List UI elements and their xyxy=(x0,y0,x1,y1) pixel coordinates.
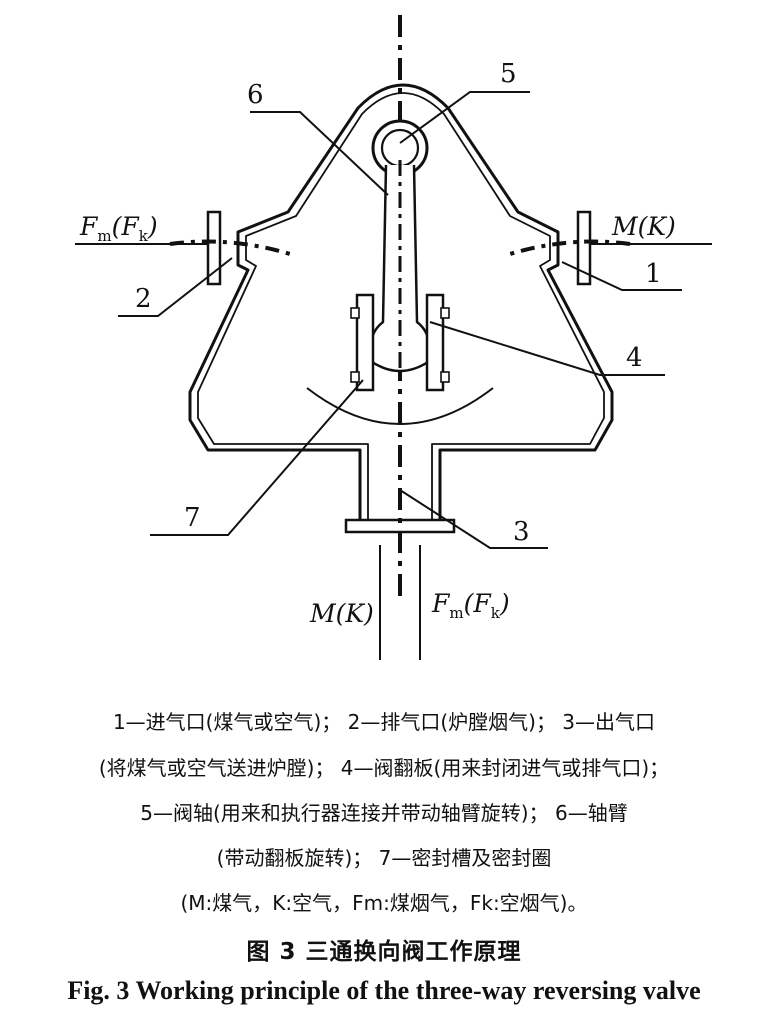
label-1: 1 xyxy=(645,259,662,289)
leader-2 xyxy=(118,257,233,317)
leader-7 xyxy=(150,379,364,536)
seal-left-bottom xyxy=(350,371,360,383)
left-flow-centerline xyxy=(169,239,291,256)
leader-3 xyxy=(399,489,548,549)
flap-right-bracket xyxy=(425,293,445,392)
caption-line-2: (将煤气或空气送进炉膛)； 4—阀翻板(用来封闭进气或排气口)； xyxy=(98,756,670,780)
label-6: 6 xyxy=(247,80,264,110)
caption-line-4: (带动翻板旋转)； 7—密封槽及密封圈 xyxy=(216,846,552,870)
bottom-left-label: M(K) xyxy=(309,599,374,628)
seal-right-bottom xyxy=(440,371,450,383)
seal-right-top xyxy=(440,307,450,319)
leader-1 xyxy=(561,261,682,291)
left-flange xyxy=(206,210,222,286)
valve-body-inner-wall xyxy=(197,92,605,521)
label-2: 2 xyxy=(135,284,152,314)
valve-body-outer-wall xyxy=(188,83,614,527)
label-5: 5 xyxy=(500,59,517,89)
figure-title-en: Fig. 3 Working principle of the three-wa… xyxy=(67,976,701,1005)
label-4: 4 xyxy=(626,343,643,373)
leader-5 xyxy=(399,91,530,144)
left-port-label: Fm(Fk) xyxy=(79,212,158,245)
figure-title-cn: 图 3 三通换向阀工作原理 xyxy=(246,939,522,965)
leader-6 xyxy=(250,111,389,196)
right-flow-centerline xyxy=(509,239,631,256)
caption-line-1: 1—进气口(煤气或空气)； 2—排气口(炉膛烟气)； 3—出气口 xyxy=(112,710,656,734)
flap-left-bracket xyxy=(355,293,375,392)
flap-swing-arc xyxy=(306,387,494,425)
caption-line-5: (M:煤气，K:空气，Fm:煤烟气，Fk:空烟气)。 xyxy=(180,891,588,915)
right-flange xyxy=(576,210,592,286)
bottom-right-label: Fm(Fk) xyxy=(431,589,510,622)
label-3: 3 xyxy=(513,517,530,547)
leader-4 xyxy=(429,321,665,376)
seal-left-top xyxy=(350,307,360,319)
caption-line-3: 5—阀轴(用来和执行器连接并带动轴臂旋转)； 6—轴臂 xyxy=(140,801,628,825)
label-7: 7 xyxy=(184,503,201,533)
right-port-label: M(K) xyxy=(611,212,676,241)
